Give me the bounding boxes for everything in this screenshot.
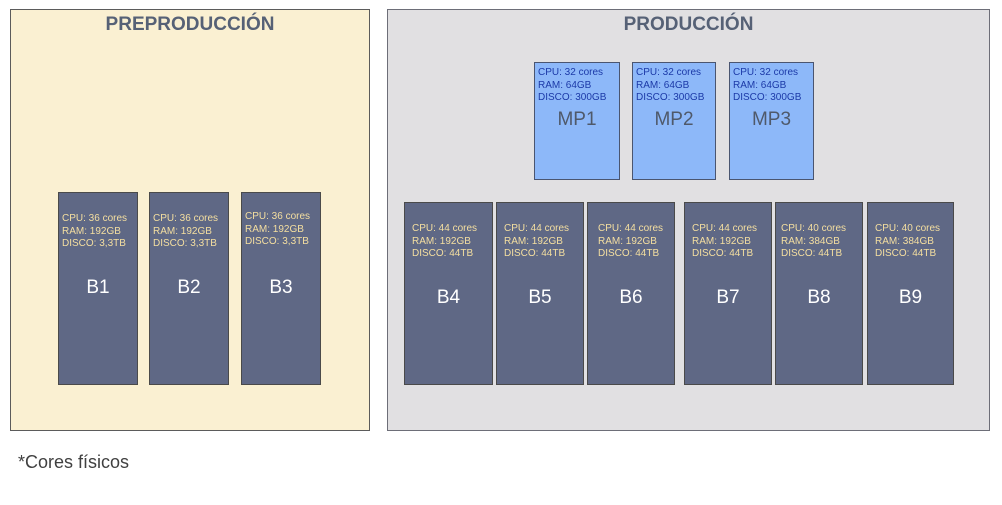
node-specs: CPU: 36 cores RAM: 192GB DISCO: 3,3TB (153, 213, 226, 251)
ram-spec: RAM: 384GB (875, 235, 934, 247)
node-specs: CPU: 32 cores RAM: 64GB DISCO: 300GB (538, 67, 617, 105)
server-node-b1: CPU: 36 cores RAM: 192GB DISCO: 3,3TB B1 (58, 192, 138, 385)
production-title: PRODUCCIÓN (623, 14, 754, 35)
server-node-b9: CPU: 40 cores RAM: 384GB DISCO: 44TB B9 (867, 202, 954, 385)
ram-spec: RAM: 64GB (636, 79, 690, 91)
disk-spec: DISCO: 44TB (781, 248, 843, 259)
ram-spec: RAM: 192GB (153, 225, 212, 237)
ram-spec: RAM: 192GB (412, 235, 471, 247)
node-specs: CPU: 32 cores RAM: 64GB DISCO: 300GB (636, 67, 713, 105)
ram-spec: RAM: 192GB (504, 235, 563, 247)
production-zone: PRODUCCIÓN CPU: 32 cores RAM: 64GB DISCO… (387, 9, 990, 431)
disk-spec: DISCO: 3,3TB (62, 238, 126, 249)
footnote: *Cores físicos (18, 452, 130, 472)
disk-spec: DISCO: 3,3TB (153, 238, 217, 249)
node-specs: CPU: 36 cores RAM: 192GB DISCO: 3,3TB (245, 211, 318, 249)
node-specs: CPU: 32 cores RAM: 64GB DISCO: 300GB (733, 67, 811, 105)
cpu-spec: CPU: 36 cores (153, 213, 219, 224)
cpu-spec: CPU: 44 cores (692, 223, 758, 234)
cpu-spec: CPU: 44 cores (598, 223, 664, 234)
ram-spec: RAM: 192GB (62, 225, 121, 237)
node-name: B6 (619, 287, 643, 308)
server-node-mp1: CPU: 32 cores RAM: 64GB DISCO: 300GB MP1 (534, 62, 620, 180)
node-name: B5 (528, 287, 552, 308)
node-name: B8 (807, 287, 831, 308)
node-specs: CPU: 44 cores RAM: 192GB DISCO: 44TB (692, 223, 769, 261)
node-name: MP3 (751, 109, 792, 130)
ram-spec: RAM: 192GB (598, 235, 657, 247)
disk-spec: DISCO: 44TB (598, 248, 660, 259)
preproduction-title: PREPRODUCCIÓN (105, 14, 275, 35)
node-name: B9 (898, 287, 923, 308)
preproduction-zone: PREPRODUCCIÓN CPU: 36 cores RAM: 192GB D… (10, 9, 370, 431)
disk-spec: DISCO: 44TB (692, 248, 754, 259)
cpu-spec: CPU: 32 cores (538, 67, 604, 78)
disk-spec: DISCO: 300GB (538, 92, 607, 103)
node-name: B2 (177, 277, 201, 298)
ram-spec: RAM: 192GB (692, 235, 751, 247)
node-name: B4 (436, 287, 461, 308)
server-node-b7: CPU: 44 cores RAM: 192GB DISCO: 44TB B7 (684, 202, 772, 385)
node-specs: CPU: 40 cores RAM: 384GB DISCO: 44TB (875, 223, 951, 261)
server-node-b2: CPU: 36 cores RAM: 192GB DISCO: 3,3TB B2 (149, 192, 229, 385)
node-specs: CPU: 40 cores RAM: 384GB DISCO: 44TB (781, 223, 860, 261)
server-node-mp3: CPU: 32 cores RAM: 64GB DISCO: 300GB MP3 (729, 62, 814, 180)
cpu-spec: CPU: 44 cores (504, 223, 570, 234)
ram-spec: RAM: 64GB (538, 79, 592, 91)
node-specs: CPU: 44 cores RAM: 192GB DISCO: 44TB (598, 223, 672, 261)
ram-spec: RAM: 64GB (733, 79, 787, 91)
server-node-b8: CPU: 40 cores RAM: 384GB DISCO: 44TB B8 (775, 202, 863, 385)
server-node-b6: CPU: 44 cores RAM: 192GB DISCO: 44TB B6 (587, 202, 675, 385)
ram-spec: RAM: 192GB (245, 223, 304, 235)
node-name: MP1 (557, 109, 597, 130)
node-name: B1 (86, 277, 110, 298)
cpu-spec: CPU: 36 cores (245, 211, 311, 222)
disk-spec: DISCO: 44TB (504, 248, 566, 259)
ram-spec: RAM: 384GB (781, 235, 840, 247)
cpu-spec: CPU: 36 cores (62, 213, 128, 224)
cpu-spec: CPU: 40 cores (781, 223, 847, 234)
disk-spec: DISCO: 300GB (733, 92, 802, 103)
node-name: MP2 (654, 109, 694, 130)
cpu-spec: CPU: 32 cores (636, 67, 702, 78)
disk-spec: DISCO: 44TB (412, 248, 474, 259)
cpu-spec: CPU: 32 cores (733, 67, 799, 78)
node-specs: CPU: 44 cores RAM: 192GB DISCO: 44TB (412, 223, 490, 261)
server-node-mp2: CPU: 32 cores RAM: 64GB DISCO: 300GB MP2 (632, 62, 716, 180)
cpu-spec: CPU: 40 cores (875, 223, 941, 234)
server-node-b3: CPU: 36 cores RAM: 192GB DISCO: 3,3TB B3 (241, 192, 321, 385)
server-node-b5: CPU: 44 cores RAM: 192GB DISCO: 44TB B5 (496, 202, 584, 385)
server-node-b4: CPU: 44 cores RAM: 192GB DISCO: 44TB B4 (404, 202, 493, 385)
cpu-spec: CPU: 44 cores (412, 223, 478, 234)
node-name: B3 (269, 277, 293, 298)
node-name: B7 (716, 287, 740, 308)
disk-spec: DISCO: 300GB (636, 92, 705, 103)
node-specs: CPU: 44 cores RAM: 192GB DISCO: 44TB (504, 223, 581, 261)
node-specs: CPU: 36 cores RAM: 192GB DISCO: 3,3TB (62, 213, 135, 251)
disk-spec: DISCO: 3,3TB (245, 236, 309, 247)
disk-spec: DISCO: 44TB (875, 248, 937, 259)
